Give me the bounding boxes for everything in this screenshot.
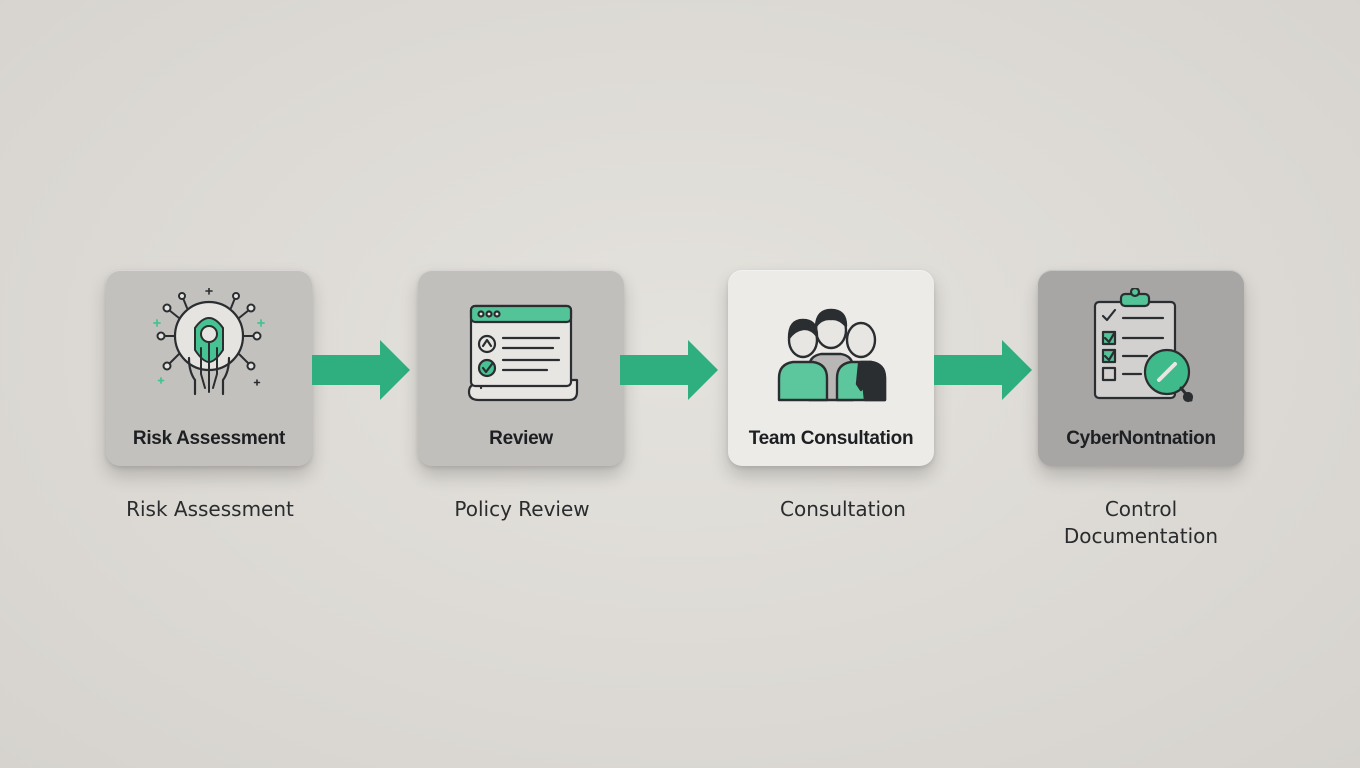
arrow-right-icon	[934, 340, 1032, 400]
arrow-right-icon	[312, 340, 410, 400]
step-caption-control-documentation: Control Documentation	[1011, 496, 1271, 550]
caption-line: Risk Assessment	[126, 497, 294, 521]
step-caption-risk-assessment: Risk Assessment	[80, 496, 340, 523]
document-review-icon	[467, 304, 579, 402]
clipboard-checklist-icon	[1093, 288, 1194, 403]
step-card-policy-review: Review	[418, 270, 624, 466]
step-caption-consultation: Consultation	[713, 496, 973, 523]
team-people-icon	[777, 308, 887, 402]
step-card-title: Review	[489, 428, 553, 449]
circuit-head-icon	[153, 288, 265, 396]
step-caption-policy-review: Policy Review	[392, 496, 652, 523]
step-card-risk-assessment: Risk Assessment	[106, 270, 312, 466]
caption-line: Consultation	[780, 497, 906, 521]
caption-line: Control	[1104, 497, 1178, 521]
step-card-title: Risk Assessment	[132, 428, 286, 449]
caption-line: Policy Review	[454, 497, 590, 521]
arrow-right-icon	[620, 340, 718, 400]
step-card-control-documentation: CyberNontnation	[1038, 270, 1244, 466]
step-card-title: CyberNontnation	[1066, 428, 1216, 449]
step-card-title: Team Consultation	[748, 428, 914, 449]
step-card-consultation: Team Consultation	[728, 270, 934, 466]
caption-line: Documentation	[1063, 524, 1219, 548]
